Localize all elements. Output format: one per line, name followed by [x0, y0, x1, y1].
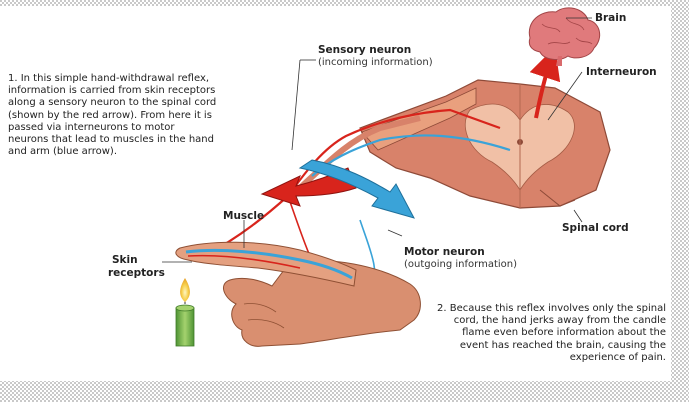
- checker-border-top: [0, 0, 689, 6]
- label-muscle: Muscle: [223, 210, 264, 222]
- label-sensory-neuron: Sensory neuron: [318, 44, 411, 56]
- caption-1: 1. In this simple hand-withdrawal reflex…: [8, 73, 218, 158]
- label-sensory-neuron-sub: (incoming information): [318, 57, 433, 69]
- label-interneuron: Interneuron: [586, 66, 657, 78]
- caption-2: 2. Because this reflex involves only the…: [432, 303, 666, 364]
- brain: [529, 8, 599, 66]
- label-skin-receptors-1: Skin: [112, 254, 138, 266]
- checker-border-right: [671, 0, 689, 402]
- label-skin-receptors-2: receptors: [108, 267, 165, 279]
- candle-flame: [180, 278, 190, 302]
- label-motor-neuron-sub: (outgoing information): [404, 259, 517, 271]
- label-spinal-cord: Spinal cord: [562, 222, 629, 234]
- checker-border-bottom: [0, 381, 689, 402]
- label-motor-neuron: Motor neuron: [404, 246, 485, 258]
- hand-and-arm: [176, 242, 421, 346]
- candle: [176, 278, 194, 346]
- label-brain: Brain: [595, 12, 626, 24]
